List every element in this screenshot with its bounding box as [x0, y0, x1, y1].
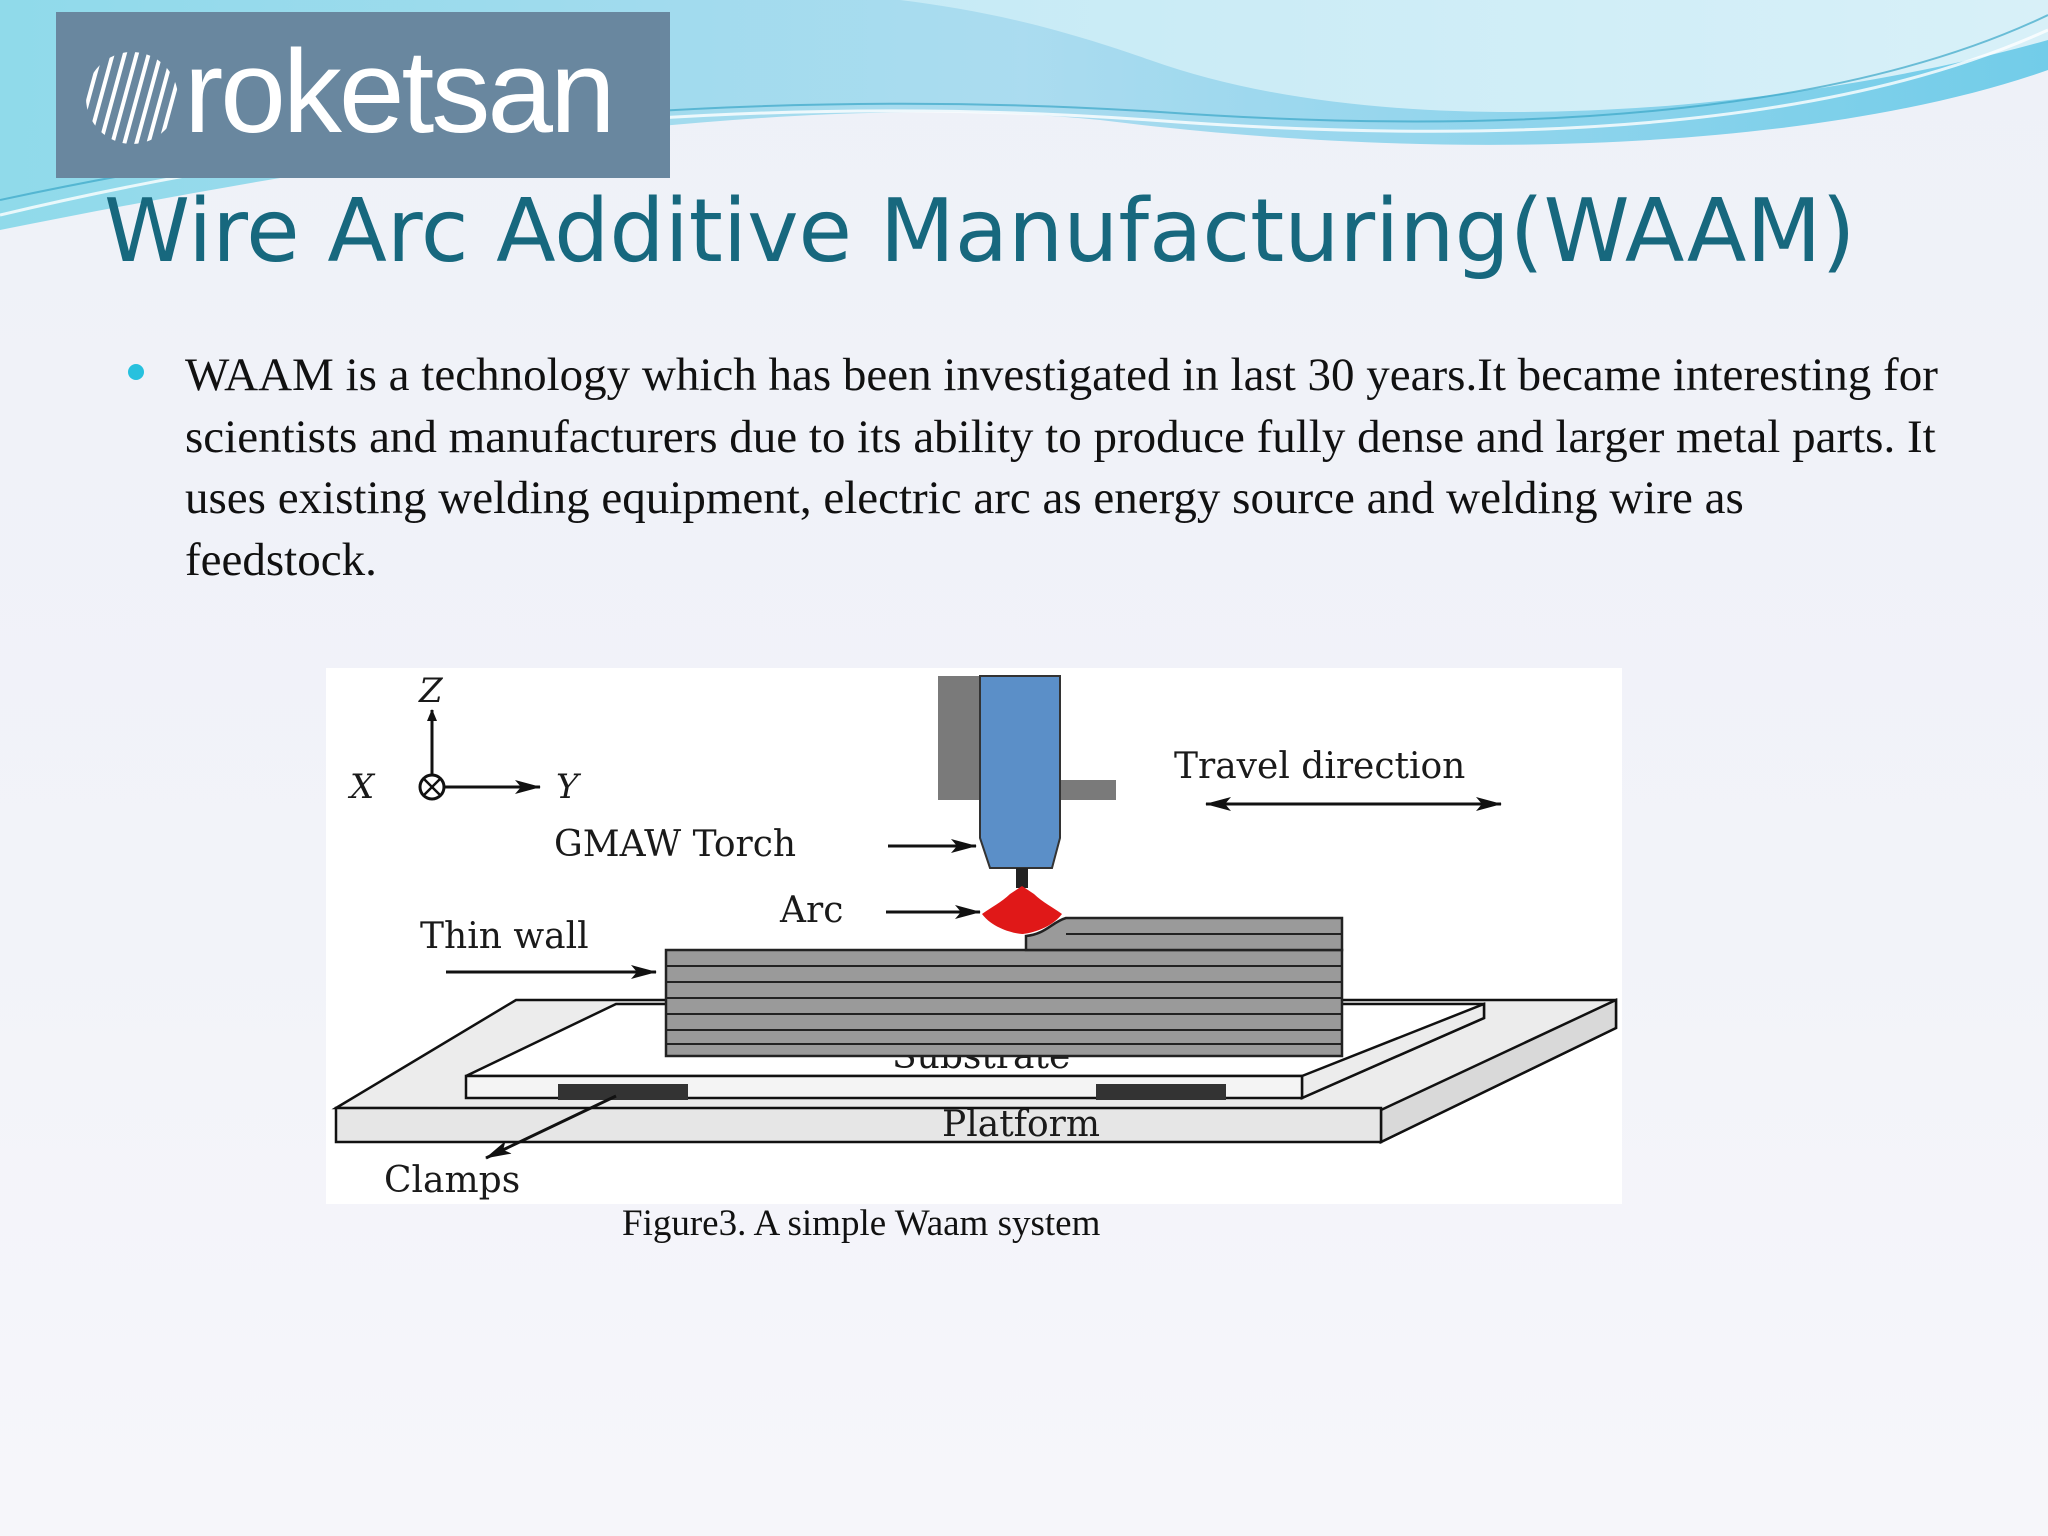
logo-text: roketsan [184, 26, 616, 158]
axis-indicator [418, 709, 541, 801]
axis-x-label: X [347, 767, 376, 807]
roketsan-mark-icon [86, 52, 178, 144]
bullet-icon [128, 364, 144, 380]
waam-diagram-svg: Z X Y Travel direction GMAW Torch Arc Th… [331, 671, 1618, 1201]
thin-wall-label: Thin wall [420, 916, 589, 957]
gmaw-torch [938, 675, 1116, 934]
arc-label: Arc [779, 890, 843, 931]
page-title: Wire Arc Additive Manufacturing(WAAM) [104, 180, 1856, 282]
clamps-pointer [485, 1094, 617, 1160]
axis-y-label: Y [556, 767, 582, 807]
axis-z-label: Z [418, 671, 444, 711]
logo: roketsan [56, 12, 670, 178]
thin-wall [664, 916, 1344, 1058]
arc-flame [982, 886, 1062, 934]
waam-diagram: Z X Y Travel direction GMAW Torch Arc Th… [326, 668, 1622, 1204]
travel-direction-label: Travel direction [1174, 746, 1465, 787]
torch-label: GMAW Torch [554, 824, 796, 865]
platform-label: Platform [942, 1104, 1100, 1145]
clamps-label: Clamps [384, 1160, 520, 1201]
bullet-text: WAAM is a technology which has been inve… [185, 349, 1938, 586]
figure-caption: Figure3. A simple Waam system [622, 1203, 1101, 1244]
